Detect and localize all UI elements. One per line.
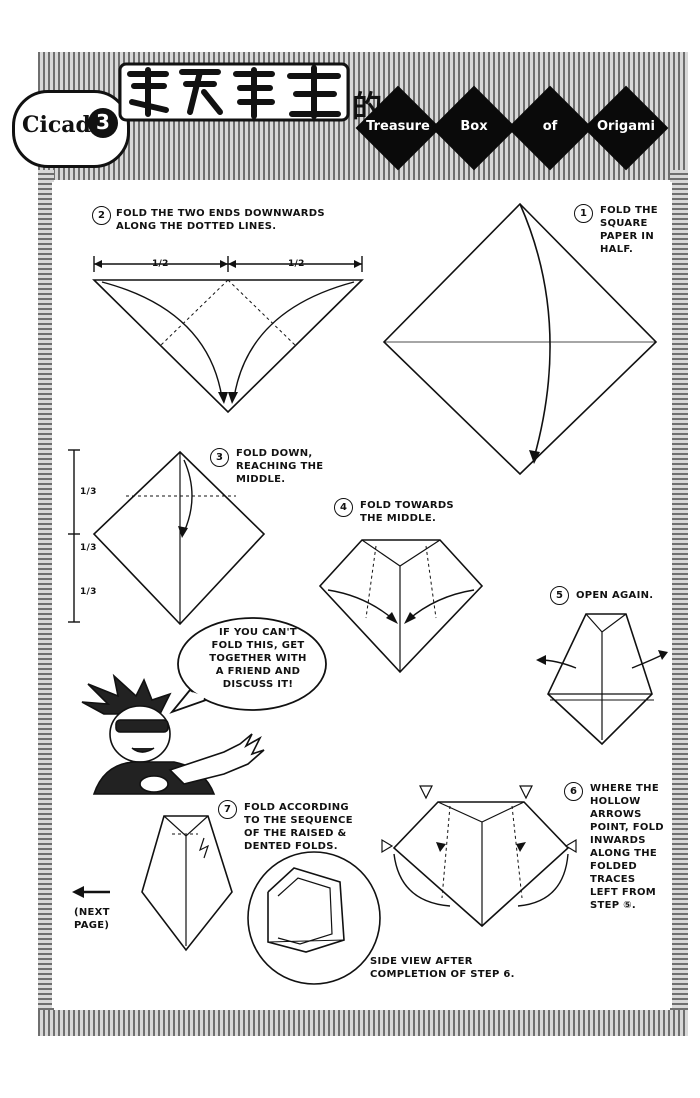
- step-3-number: 3: [210, 448, 229, 467]
- character-illustration: [81, 673, 265, 795]
- next-page-arrow-icon: [72, 886, 110, 898]
- step-2-text: FOLD THE TWO ENDS DOWNWARDS ALONG THE DO…: [116, 208, 325, 232]
- step-6-diagram: [381, 785, 577, 928]
- speech-bubble-text: IF YOU CAN'T FOLD THIS, GET TOGETHER WIT…: [209, 627, 307, 690]
- step-6-number: 6: [564, 782, 583, 801]
- step-7-number: 7: [218, 800, 237, 819]
- bottom-border-pattern: [38, 1010, 688, 1036]
- speech-bubble-shape: [169, 617, 327, 714]
- right-border-pattern: [670, 170, 688, 1015]
- step-7-diagram: [141, 815, 233, 952]
- step-2-fraction-left: 1/2: [152, 259, 169, 269]
- step-1-number: 1: [574, 204, 593, 223]
- step-1-diagram: [382, 202, 658, 476]
- step-4-text: FOLD TOWARDS THE MIDDLE.: [360, 500, 454, 524]
- next-page-label: (NEXT PAGE): [74, 907, 110, 931]
- step-3-fraction-3: 1/3: [80, 587, 97, 597]
- badge-number-circle: [88, 108, 118, 138]
- step-5-diagram: [536, 613, 668, 746]
- side-view-caption: SIDE VIEW AFTER COMPLETION OF STEP 6.: [370, 956, 515, 980]
- step-6-text: WHERE THE HOLLOW ARROWS POINT, FOLD INWA…: [590, 783, 664, 911]
- step-2-fraction-right: 1/2: [288, 259, 305, 269]
- left-border-pattern: [38, 170, 54, 1015]
- step-1-text: FOLD THE SQUARE PAPER IN HALF.: [600, 205, 658, 255]
- step-2-diagram: [92, 256, 364, 414]
- step-5-number: 5: [550, 586, 569, 605]
- step-3-fraction-1: 1/3: [80, 487, 97, 497]
- step-3-text: FOLD DOWN, REACHING THE MIDDLE.: [236, 448, 324, 485]
- diamond-word-box: Box: [460, 119, 488, 134]
- side-view-diagram: [247, 851, 381, 985]
- title-logo-graphic: [118, 62, 350, 122]
- step-4-number: 4: [334, 498, 353, 517]
- diamond-word-treasure: Treasure: [366, 119, 430, 134]
- diamond-word-of: of: [542, 119, 558, 134]
- diamond-word-origami: Origami: [597, 119, 655, 134]
- badge-number: 3: [96, 110, 110, 134]
- step-3-fraction-2: 1/3: [80, 543, 97, 553]
- step-3-diagram: [68, 449, 266, 626]
- step-4-diagram: [318, 539, 484, 674]
- step-5-text: OPEN AGAIN.: [576, 590, 654, 601]
- step-2-number: 2: [92, 206, 111, 225]
- step-7-text: FOLD ACCORDING TO THE SEQUENCE OF THE RA…: [244, 802, 353, 852]
